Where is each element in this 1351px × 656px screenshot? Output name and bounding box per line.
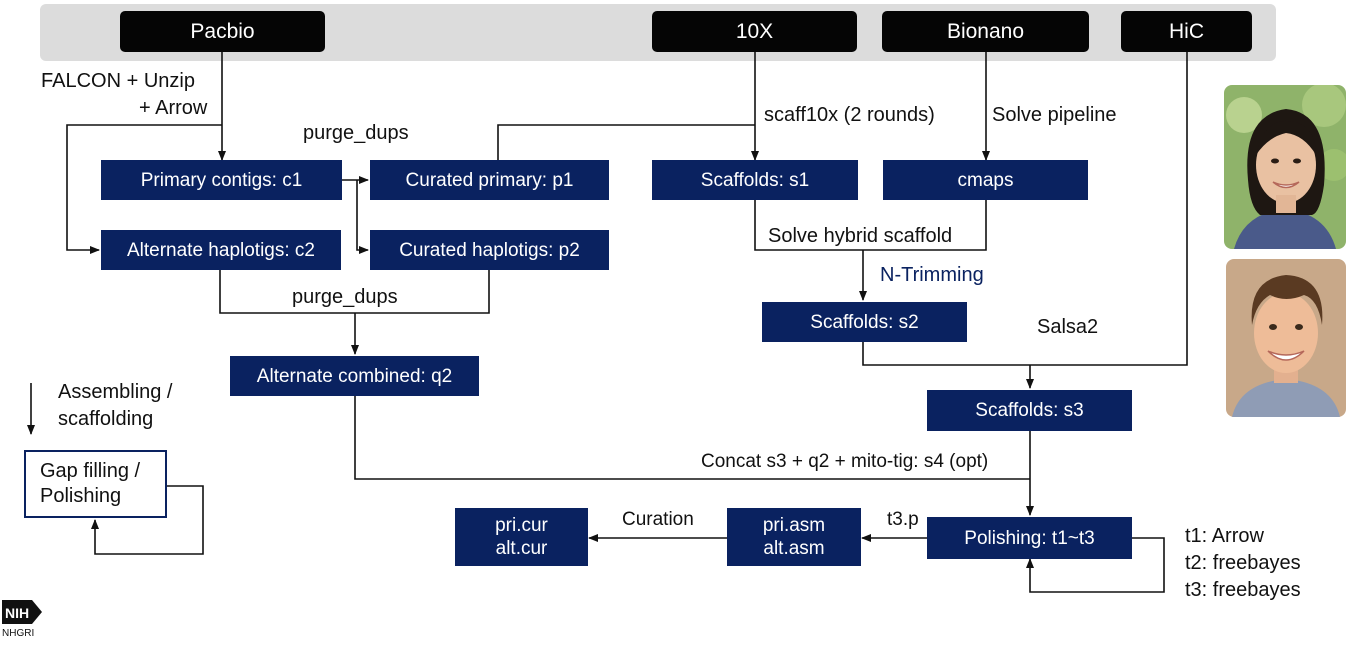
svg-text:NIH: NIH (5, 605, 29, 621)
nih-logo-mark: NIH NHGRI (2, 600, 42, 639)
label-salsa2: Salsa2 (1037, 316, 1099, 338)
edge-s2-s3 (862, 52, 1188, 366)
legend-arrow-label-line1: Assembling / (58, 381, 173, 403)
edge-s1-cmaps-merge (754, 200, 987, 251)
asm-primary-label: pri.asm (762, 515, 826, 536)
nih-logo: NIH NHGRI (2, 600, 46, 640)
cur-primary-label: pri.cur (495, 515, 548, 536)
portrait-man-image (1226, 259, 1346, 417)
label-solve-hybrid: Solve hybrid scaffold (768, 225, 953, 247)
source-bionano: Bionano (882, 11, 1089, 52)
box-scaffolds-s3: Scaffolds: s3 (927, 390, 1132, 431)
label-scaff10x: scaff10x (2 rounds) (764, 104, 935, 126)
label-purge-dups-top: purge_dups (303, 122, 409, 144)
box-curated-output: pri.cur alt.cur (455, 508, 588, 566)
legend-loop-label-line1: Gap filling / (40, 460, 141, 482)
box-alternate-combined: Alternate combined: q2 (230, 356, 479, 396)
svg-text:NHGRI: NHGRI (2, 628, 34, 639)
label-purge-dups-bottom: purge_dups (292, 286, 398, 308)
label-t3: t3: freebayes (1185, 579, 1301, 601)
edge-pacbio-c2 (66, 124, 222, 254)
legend-loop-line (91, 485, 204, 555)
label-t3p: t3.p (887, 509, 919, 530)
legend-loop-label-line2: Polishing (40, 485, 122, 507)
edge-c1-p2 (356, 180, 369, 254)
edge-p1-scaff10x (497, 124, 755, 160)
box-curated-primary: Curated primary: p1 (370, 160, 609, 200)
edge-q2-concat (354, 396, 1030, 480)
source-pacbio: Pacbio (120, 11, 325, 52)
label-concat: Concat s3 + q2 + mito-tig: s4 (opt) (701, 451, 989, 472)
legend-loop-box: Gap filling / Polishing (24, 450, 167, 518)
source-10x: 10X (652, 11, 857, 52)
box-assembly: pri.asm alt.asm (727, 508, 861, 566)
label-t1: t1: Arrow (1185, 525, 1264, 547)
label-solve-pipeline: Solve pipeline (992, 104, 1117, 126)
box-cmaps: cmaps (883, 160, 1088, 200)
portrait-photo-man (1226, 259, 1346, 417)
source-hic: HiC (1121, 11, 1252, 52)
legend-arrow-label-line2: scaffolding (58, 408, 154, 430)
portrait-woman-image (1224, 85, 1346, 249)
label-n-trimming: N-Trimming (880, 264, 984, 286)
label-curation: Curation (622, 509, 694, 530)
portrait-photo-woman (1224, 85, 1346, 249)
asm-alternate-label: alt.asm (763, 538, 825, 559)
box-polishing: Polishing: t1~t3 (927, 517, 1132, 559)
box-curated-haplotigs: Curated haplotigs: p2 (370, 230, 609, 270)
box-scaffolds-s1: Scaffolds: s1 (652, 160, 858, 200)
label-falcon-line2: + Arrow (139, 97, 208, 119)
box-alternate-haplotigs: Alternate haplotigs: c2 (101, 230, 341, 270)
cur-alternate-label: alt.cur (495, 538, 548, 559)
box-scaffolds-s2: Scaffolds: s2 (762, 302, 967, 342)
box-primary-contigs: Primary contigs: c1 (101, 160, 342, 200)
label-falcon-line1: FALCON + Unzip (41, 70, 195, 92)
label-t2: t2: freebayes (1185, 552, 1301, 574)
edge-polishing-loop (1026, 537, 1165, 593)
